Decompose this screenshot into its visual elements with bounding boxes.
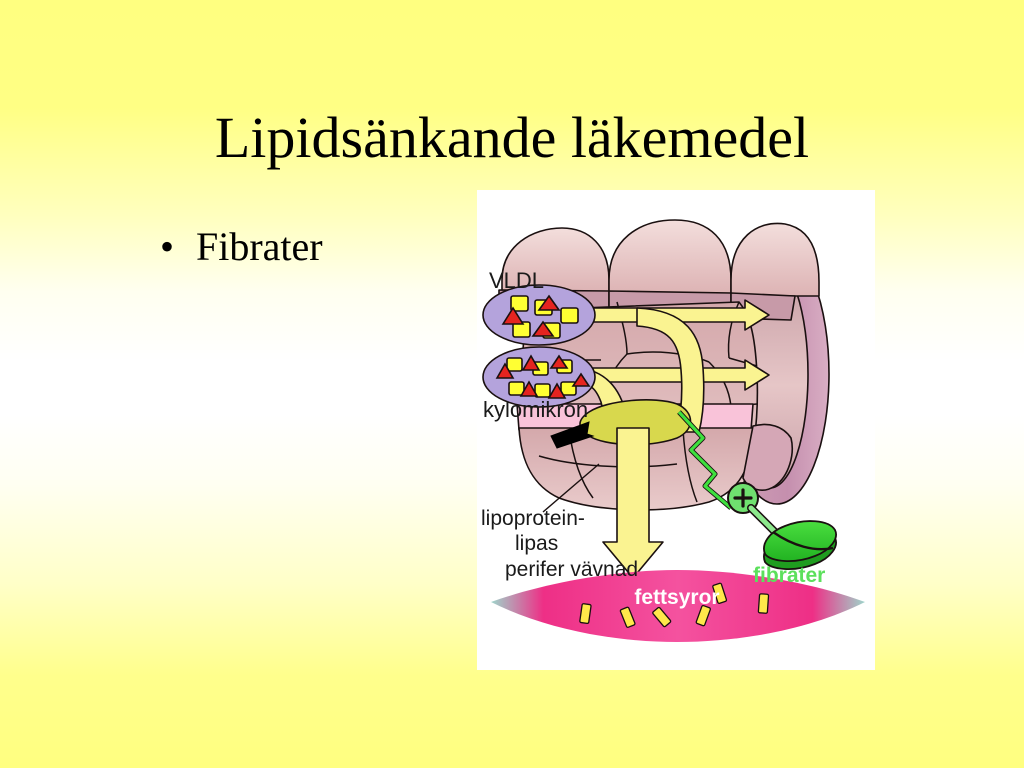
pill-connector	[748, 505, 778, 535]
tablet-score-line	[772, 531, 834, 551]
lipase-label-pointer	[542, 463, 600, 513]
fibrate-tablet-icon	[763, 520, 837, 570]
lipoprotein-lipas-label-line1: lipoprotein-	[481, 507, 585, 530]
bullet-list: • Fibrater	[152, 222, 452, 272]
fibrate-action-group	[677, 410, 837, 570]
fibrate-zigzag-arrow	[677, 410, 733, 510]
fettsyror-label: fettsyror	[634, 586, 719, 609]
diagram-labels: VLDL kylomikron lipoprotein- lipas perif…	[481, 268, 825, 587]
kylomikron-label: kylomikron	[483, 397, 588, 422]
peripheral-tissue: fettsyror	[491, 570, 865, 642]
vldl-label: VLDL	[489, 268, 544, 293]
lipid-transport-arrows	[554, 299, 770, 579]
diagram-image-panel: fettsyror VLDL kylomikron lipoprotein- l…	[477, 190, 875, 670]
wall-cell-top-mid	[608, 219, 732, 295]
vldl-lipid-contents	[501, 294, 579, 339]
plus-icon	[733, 488, 753, 508]
lipoprotein-lipase-diagram: fettsyror VLDL kylomikron lipoprotein- l…	[481, 219, 865, 642]
lipoprotein-lipas-label-line2: lipas	[515, 532, 558, 555]
list-item-label: Fibrater	[196, 224, 323, 269]
arrow-fatty-acids-down	[602, 427, 664, 579]
wall-cell-top-right	[730, 222, 820, 297]
page-title: Lipidsänkande läkemedel	[214, 105, 810, 170]
fatty-acid-particles	[579, 582, 770, 628]
bullet-marker-icon: •	[160, 224, 175, 269]
tissue-surface	[491, 570, 865, 642]
list-item: • Fibrater	[152, 222, 452, 272]
fibrater-label: fibrater	[753, 564, 825, 587]
chylomicron-lipid-contents	[495, 354, 591, 399]
enzyme-pointer-arrowhead	[550, 421, 595, 449]
lipoprotein-particles	[482, 284, 596, 408]
perifer-vavnad-label: perifer vävnad	[505, 558, 638, 581]
